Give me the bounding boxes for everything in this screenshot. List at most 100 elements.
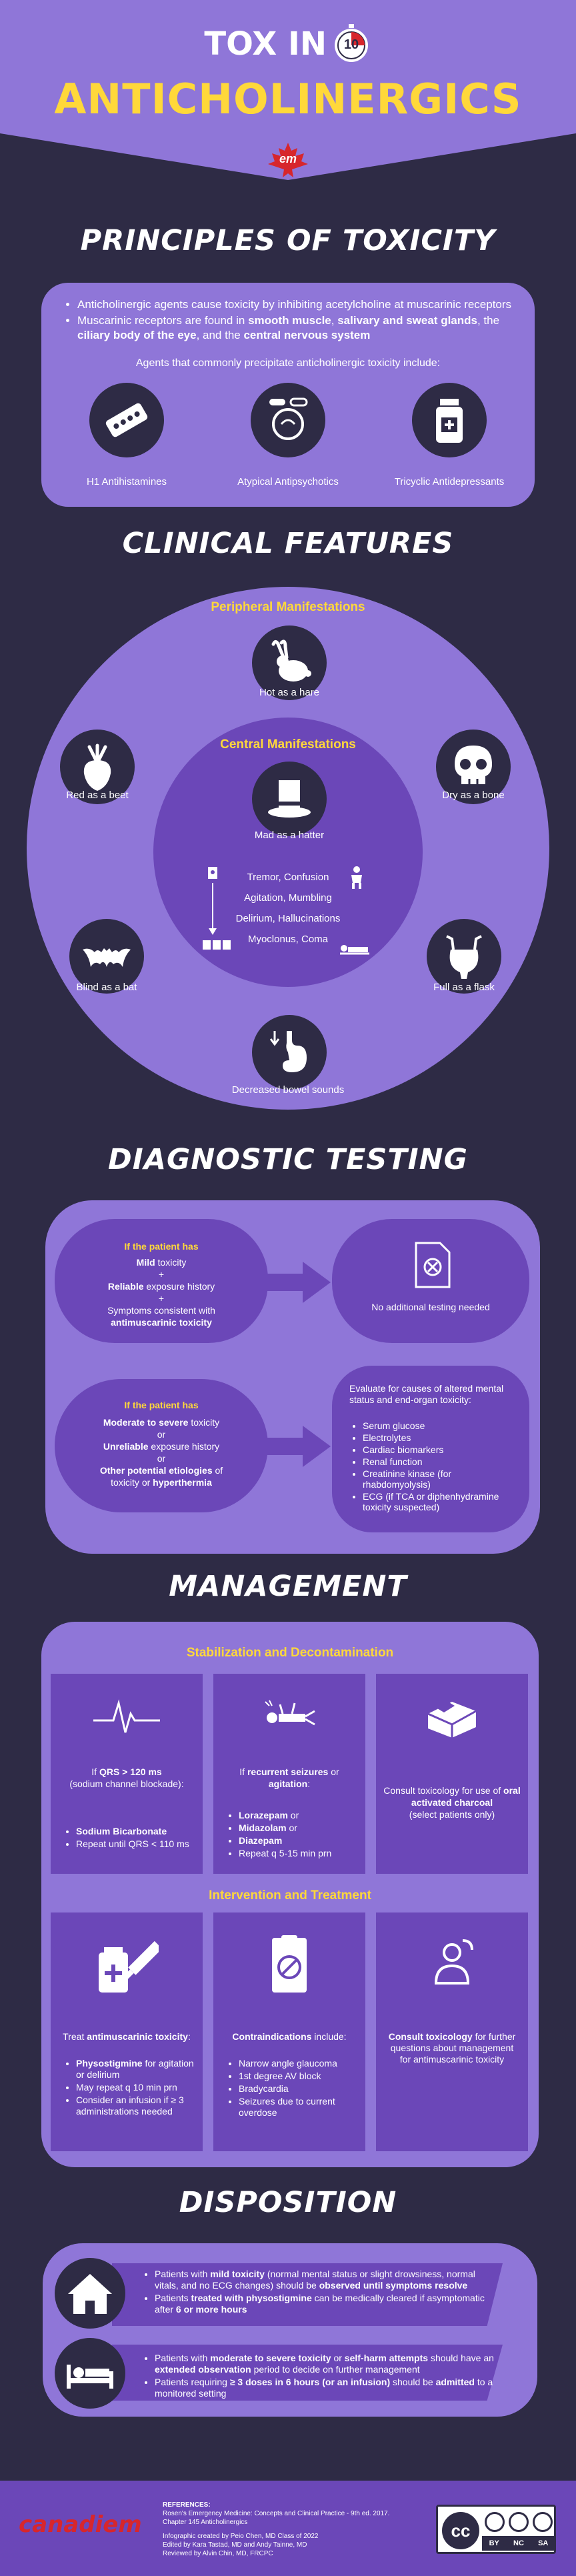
label-hot-as-hare: Hot as a hare	[259, 687, 320, 698]
case1-consistent: Symptoms consistent with	[107, 1305, 215, 1316]
charcoal-text: Consult toxicology for use of oral activ…	[383, 1785, 521, 1820]
case2-moderate: Moderate to severe toxicity	[103, 1417, 220, 1428]
contra-item-4: Seizures due to current overdose	[239, 2096, 359, 2119]
benzo-item-3: Diazepam	[239, 1835, 359, 1846]
bladder-icon	[427, 919, 501, 994]
header-banner: TOX IN 10 ANTICHOLINERGICS em	[0, 0, 576, 180]
cc-sa-icon	[533, 2512, 553, 2532]
cc-by-icon	[485, 2512, 505, 2532]
seizing-person-icon	[263, 1698, 316, 1734]
cc-sa-label: SA	[538, 2539, 549, 2547]
diagnostic-panel: If the patient has Mild toxicity + Relia…	[45, 1200, 540, 1554]
downward-progression-icon	[200, 866, 233, 959]
cc-icon: cc	[442, 2512, 479, 2549]
cc-license-badge[interactable]: cc BY NC SA	[436, 2505, 556, 2554]
case2-hyperthermia: toxicity or hyperthermia	[111, 1477, 212, 1488]
result2-item-1: Serum glucose	[363, 1420, 516, 1431]
home-icon	[68, 2274, 112, 2314]
contraindications-box: Contraindications include: Narrow angle …	[213, 1912, 365, 2151]
principles-bullet-1: Anticholinergic agents cause toxicity by…	[77, 297, 517, 312]
seizure-box: If recurrent seizures or agitation: Lora…	[213, 1674, 365, 1874]
case2-or-1: or	[157, 1429, 166, 1440]
cc-by-label: BY	[489, 2539, 499, 2547]
no-test-document-icon	[413, 1242, 451, 1288]
bed-icon-circle	[55, 2338, 125, 2409]
intervention-title: Intervention and Treatment	[209, 1888, 371, 1902]
agent-label-tca: Tricyclic Antidepressants	[394, 476, 505, 487]
consult-box: Consult toxicology for further questions…	[376, 1912, 528, 2151]
charcoal-icon	[421, 1694, 483, 1740]
central-item-2: Agitation, Mumbling	[244, 892, 332, 904]
footer: canadiem REFERENCES: Rosen's Emergency M…	[0, 2481, 576, 2576]
qrs-item-2: Repeat until QRS < 110 ms	[76, 1838, 196, 1850]
central-list: Tremor, Confusion Agitation, Mumbling De…	[221, 867, 355, 950]
result2-item-6: ECG (if TCA or diphenhydramine toxicity …	[363, 1491, 516, 1512]
qrs-condition: If QRS > 120 ms (sodium channel blockade…	[69, 1766, 184, 1789]
disp-row2-list: Patients with moderate to severe toxicit…	[141, 2353, 495, 2401]
central-title: Central Manifestations	[220, 738, 356, 752]
physostigmine-box: Treat antimuscarinic toxicity: Physostig…	[51, 1912, 203, 2151]
case1-heading: If the patient has	[124, 1241, 199, 1252]
arrow-right-icon-2	[259, 1423, 332, 1470]
stomach-icon	[252, 1015, 327, 1090]
peripheral-title: Peripheral Manifestations	[211, 600, 365, 614]
disp-item-1: Patients with mild toxicity (normal ment…	[155, 2269, 495, 2291]
title-line2: ANTICHOLINERGICS	[54, 75, 522, 123]
antihistamine-icon	[89, 383, 164, 457]
management-panel: Stabilization and Decontamination If QRS…	[41, 1622, 539, 2167]
physo-item-1: Physostigmine for agitation or delirium	[76, 2058, 196, 2081]
agent-label-antihistamines: H1 Antihistamines	[86, 476, 167, 487]
references: REFERENCES: Rosen's Emergency Medicine: …	[163, 2501, 416, 2558]
charcoal-box: Consult toxicology for use of oral activ…	[376, 1674, 528, 1874]
principles-title: PRINCIPLES OF TOXICITY	[80, 224, 496, 257]
result2-list: Serum glucose Electrolytes Cardiac bioma…	[349, 1420, 516, 1514]
result2-item-3: Cardiac biomarkers	[363, 1444, 516, 1455]
label-full-as-flask: Full as a flask	[433, 982, 495, 993]
qrs-box: If QRS > 120 ms (sodium channel blockade…	[51, 1674, 203, 1874]
home-icon-circle	[55, 2258, 125, 2329]
disp-row1-list: Patients with mild toxicity (normal ment…	[141, 2269, 495, 2317]
hospital-bed-icon	[67, 2365, 113, 2389]
cc-labels: BY NC SA	[482, 2536, 555, 2551]
diagnostic-title: DIAGNOSTIC TESTING	[108, 1143, 468, 1176]
treat-heading: Treat antimuscarinic toxicity:	[63, 2031, 191, 2042]
disp-item-3: Patients with moderate to severe toxicit…	[155, 2353, 495, 2375]
medication-icon	[95, 1935, 163, 1995]
disp-row1-bar	[112, 2263, 503, 2326]
diagnostic-case1: If the patient has Mild toxicity + Relia…	[55, 1219, 268, 1343]
brand-text: canadiem	[19, 2511, 142, 2538]
consult-phone-icon	[425, 1935, 479, 1989]
cc-nc-icon	[509, 2512, 529, 2532]
ref-1: Rosen's Emergency Medicine: Concepts and…	[163, 2510, 390, 2517]
case1-plus-1: +	[158, 1269, 165, 1280]
qrs-item-1: Sodium Bicarbonate	[76, 1826, 196, 1837]
contra-item-3: Bradycardia	[239, 2083, 359, 2095]
principles-bullets: Anticholinergic agents cause toxicity by…	[64, 297, 517, 344]
title-line1: TOX IN	[204, 25, 327, 63]
result2-intro: Evaluate for causes of altered mental st…	[349, 1383, 504, 1405]
antipsychotic-icon	[251, 383, 325, 457]
brand-logo: canadiem	[19, 2511, 152, 2545]
case1-mild: Mild toxicity	[136, 1257, 187, 1268]
timer-number: 10	[343, 37, 359, 52]
lying-patient-icon	[339, 939, 371, 959]
disposition-panel: Patients with mild toxicity (normal ment…	[43, 2243, 537, 2417]
principles-bullet-2: Muscarinic receptors are found in smooth…	[77, 313, 517, 343]
contra-heading: Contraindications include:	[232, 2031, 347, 2042]
result1-text: No additional testing needed	[371, 1302, 490, 1312]
ecg-icon	[93, 1696, 160, 1736]
benzo-item-2: Midazolam or	[239, 1822, 359, 1834]
benzo-item-1: Lorazepam or	[239, 1810, 359, 1821]
case1-antimuscarinic: antimuscarinic toxicity	[111, 1317, 212, 1328]
em-logo: em	[265, 141, 311, 179]
contraindication-icon	[265, 1935, 313, 1995]
qrs-list: Sodium Bicarbonate Repeat until QRS < 11…	[63, 1826, 196, 1851]
case2-other: Other potential etiologies of	[99, 1465, 223, 1476]
beet-icon	[60, 730, 135, 804]
diagnostic-result2: Evaluate for causes of altered mental st…	[332, 1366, 529, 1532]
label-blind-as-bat: Blind as a bat	[76, 982, 137, 993]
stabilization-title: Stabilization and Decontamination	[186, 1646, 394, 1660]
management-title: MANAGEMENT	[169, 1570, 407, 1603]
case1-reliable: Reliable exposure history	[107, 1281, 215, 1292]
disp-item-2: Patients treated with physostigmine can …	[155, 2293, 495, 2315]
